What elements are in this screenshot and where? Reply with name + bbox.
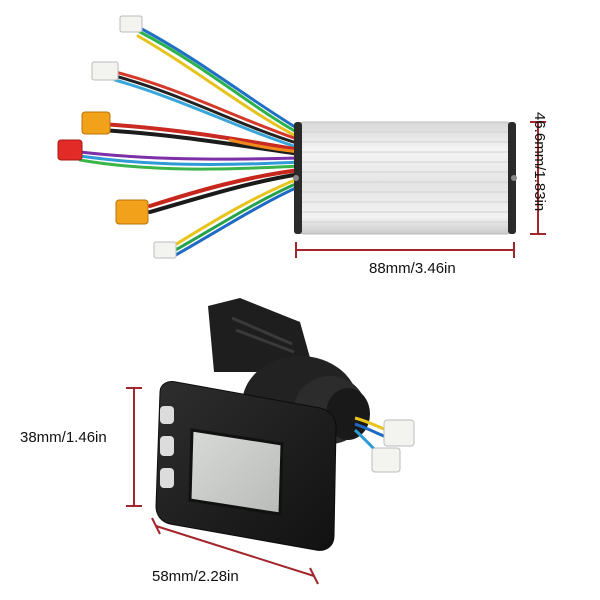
display-key-up[interactable] — [160, 406, 174, 424]
display-height-label: 38mm/1.46in — [20, 429, 107, 446]
controller-width-label: 88mm/3.46in — [369, 260, 456, 277]
lcd-screen — [188, 428, 284, 516]
controller-housing — [293, 121, 517, 235]
display-unit — [155, 381, 337, 551]
controller-height-label: 46.6mm/1.83in — [531, 112, 548, 212]
display-key-down[interactable] — [160, 468, 174, 488]
display-key-power[interactable] — [160, 436, 174, 456]
display-cables — [353, 416, 415, 473]
dimension-controller — [295, 121, 546, 258]
dimension-display — [126, 387, 319, 585]
display-width-label: 58mm/2.28in — [152, 568, 239, 585]
controller-wire-harness — [78, 26, 302, 258]
connector-plugs — [57, 15, 177, 259]
